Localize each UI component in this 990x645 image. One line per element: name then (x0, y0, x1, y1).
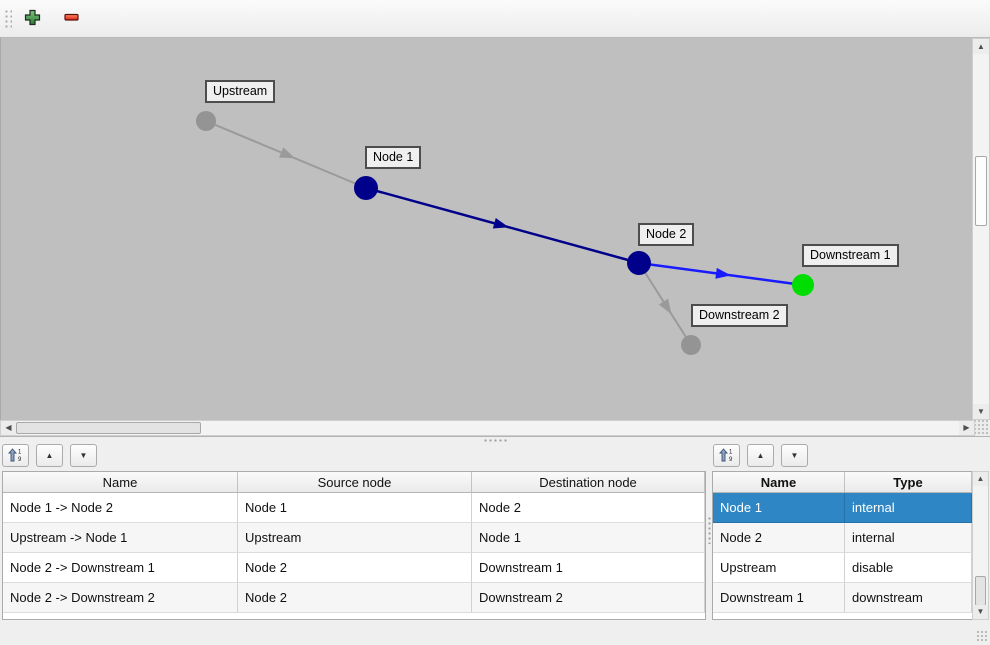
scroll-down-button[interactable]: ▼ (973, 605, 988, 619)
left-arrow-icon: ◀ (5, 423, 12, 432)
nodes-sort-button[interactable]: 1 9 (713, 444, 740, 467)
table-cell[interactable]: Node 2 -> Downstream 2 (3, 583, 238, 613)
table-cell[interactable]: Downstream 1 (472, 553, 705, 583)
svg-text:1: 1 (729, 449, 733, 455)
scroll-up-button[interactable]: ▲ (973, 39, 989, 54)
toolbar-drag-handle[interactable] (3, 7, 12, 30)
right-arrow-icon: ▶ (963, 423, 970, 432)
remove-button[interactable] (57, 5, 85, 33)
main-toolbar (0, 0, 990, 38)
graph-node[interactable] (792, 274, 814, 296)
graph-node[interactable] (354, 176, 378, 200)
edges-move-up-button[interactable]: ▲ (36, 444, 63, 467)
horizontal-splitter[interactable] (0, 436, 990, 444)
edges-panel-toolbar: 1 9 ▲ ▼ (2, 444, 97, 467)
graph-node[interactable] (627, 251, 651, 275)
up-arrow-icon: ▲ (976, 474, 985, 483)
scroll-right-button[interactable]: ▶ (959, 421, 974, 435)
add-button[interactable] (18, 5, 46, 33)
table-cell[interactable]: Upstream (238, 523, 472, 553)
down-arrow-icon: ▼ (977, 406, 985, 416)
column-header[interactable]: Name (713, 472, 845, 493)
graph-node-label[interactable]: Node 2 (638, 223, 695, 246)
nodes-table-scrollbar[interactable]: ▲ ▼ (972, 471, 989, 620)
graph-node[interactable] (681, 335, 701, 355)
table-cell[interactable]: disable (845, 553, 972, 583)
nodes-move-down-button[interactable]: ▼ (781, 444, 808, 467)
edges-move-down-button[interactable]: ▼ (70, 444, 97, 467)
edges-sort-button[interactable]: 1 9 (2, 444, 29, 467)
up-arrow-icon: ▲ (756, 451, 765, 460)
edge-arrow-icon (715, 267, 731, 279)
table-cell[interactable]: Node 1 (713, 493, 845, 523)
svg-text:9: 9 (729, 457, 733, 462)
down-arrow-icon: ▼ (79, 451, 88, 460)
table-cell[interactable]: Node 2 (238, 553, 472, 583)
up-arrow-icon: ▲ (45, 451, 54, 460)
table-cell[interactable]: Node 1 (238, 493, 472, 523)
table-cell[interactable]: Node 1 (472, 523, 705, 553)
svg-text:1: 1 (18, 449, 22, 455)
column-header[interactable]: Destination node (472, 472, 705, 493)
table-cell[interactable]: Upstream -> Node 1 (3, 523, 238, 553)
table-cell[interactable]: Node 1 -> Node 2 (3, 493, 238, 523)
horizontal-scroll-thumb[interactable] (16, 422, 201, 434)
scrollbar-corner (975, 420, 990, 436)
sort-ascending-icon: 1 9 (719, 447, 734, 464)
window-resize-grip[interactable] (975, 629, 987, 641)
vertical-scroll-thumb[interactable] (975, 156, 987, 226)
vertical-splitter[interactable] (707, 471, 711, 620)
plus-icon (24, 9, 41, 29)
canvas-horizontal-scrollbar[interactable]: ◀ ▶ (0, 420, 975, 436)
vertical-scroll-thumb[interactable] (975, 576, 986, 606)
edge-arrow-icon (492, 217, 509, 229)
table-cell[interactable]: Node 2 (238, 583, 472, 613)
column-header[interactable]: Name (3, 472, 238, 493)
graph-node-label[interactable]: Upstream (205, 80, 276, 103)
scroll-left-button[interactable]: ◀ (1, 421, 16, 435)
down-arrow-icon: ▼ (976, 607, 985, 616)
table-cell[interactable]: Node 2 -> Downstream 1 (3, 553, 238, 583)
edge-arrow-icon (658, 298, 672, 315)
table-cell[interactable]: Downstream 2 (472, 583, 705, 613)
up-arrow-icon: ▲ (977, 41, 985, 51)
table-cell[interactable]: internal (845, 493, 972, 523)
splitter-handle-icon (708, 516, 711, 544)
canvas-vertical-scrollbar[interactable]: ▲ ▼ (972, 38, 990, 420)
scroll-up-button[interactable]: ▲ (973, 472, 988, 486)
table-cell[interactable]: Upstream (713, 553, 845, 583)
table-cell[interactable]: Node 2 (472, 493, 705, 523)
column-header[interactable]: Source node (238, 472, 472, 493)
down-arrow-icon: ▼ (790, 451, 799, 460)
table-cell[interactable]: Downstream 1 (713, 583, 845, 613)
table-cell[interactable]: Node 2 (713, 523, 845, 553)
edge-arrow-icon (279, 147, 296, 159)
column-header[interactable]: Type (845, 472, 972, 493)
table-cell[interactable]: downstream (845, 583, 972, 613)
graph-node[interactable] (196, 111, 216, 131)
nodes-panel-toolbar: 1 9 ▲ ▼ (713, 444, 808, 467)
graph-node-label[interactable]: Downstream 1 (802, 244, 899, 267)
splitter-handle-icon (483, 439, 509, 442)
table-cell[interactable]: internal (845, 523, 972, 553)
nodes-move-up-button[interactable]: ▲ (747, 444, 774, 467)
sort-ascending-icon: 1 9 (8, 447, 23, 464)
graph-node-label[interactable]: Downstream 2 (691, 304, 788, 327)
minus-icon (63, 9, 80, 29)
scroll-down-button[interactable]: ▼ (973, 404, 989, 419)
svg-text:9: 9 (18, 457, 22, 462)
graph-node-label[interactable]: Node 1 (365, 146, 422, 169)
